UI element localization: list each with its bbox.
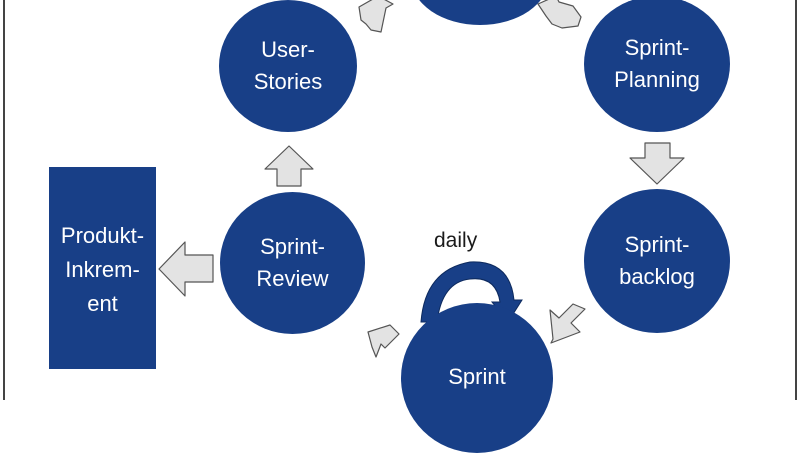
user-stories-label: User- Stories	[253, 37, 323, 94]
daily-label: daily	[434, 229, 478, 252]
arrow-sprint-planning-to-backlog	[629, 142, 685, 185]
arrow-review-to-increment	[158, 241, 214, 297]
frame-right-edge	[795, 0, 797, 400]
arrow-top-to-sprint-planning	[537, 0, 582, 29]
sprint-review-node: Sprint- Review	[220, 192, 365, 334]
sprint-review-label: Sprint- Review	[256, 234, 329, 291]
sprint-backlog-node: Sprint- backlog	[584, 189, 730, 333]
sprint-node: Sprint	[401, 303, 553, 453]
user-stories-node: User- Stories	[219, 0, 357, 132]
sprint-label: Sprint	[448, 364, 506, 389]
frame-left-edge	[3, 0, 5, 400]
sprint-planning-node: Sprint- Planning	[584, 0, 730, 132]
scrum-cycle-diagram: User- Stories Sprint- Planning Sprint- b…	[3, 0, 797, 453]
arrow-user-stories-to-top	[358, 0, 394, 33]
cycle-arrows	[158, 0, 685, 358]
sprint-planning-label: Sprint- Planning	[614, 35, 700, 92]
arrow-review-to-user-stories	[264, 145, 314, 187]
product-increment-label: Produkt- Inkrem- ent	[60, 223, 145, 316]
arrow-sprint-to-review	[367, 324, 400, 358]
arrow-backlog-to-sprint	[549, 303, 586, 344]
sprint-backlog-label: Sprint- backlog	[619, 232, 695, 289]
product-increment-box: Produkt- Inkrem- ent	[49, 167, 156, 369]
